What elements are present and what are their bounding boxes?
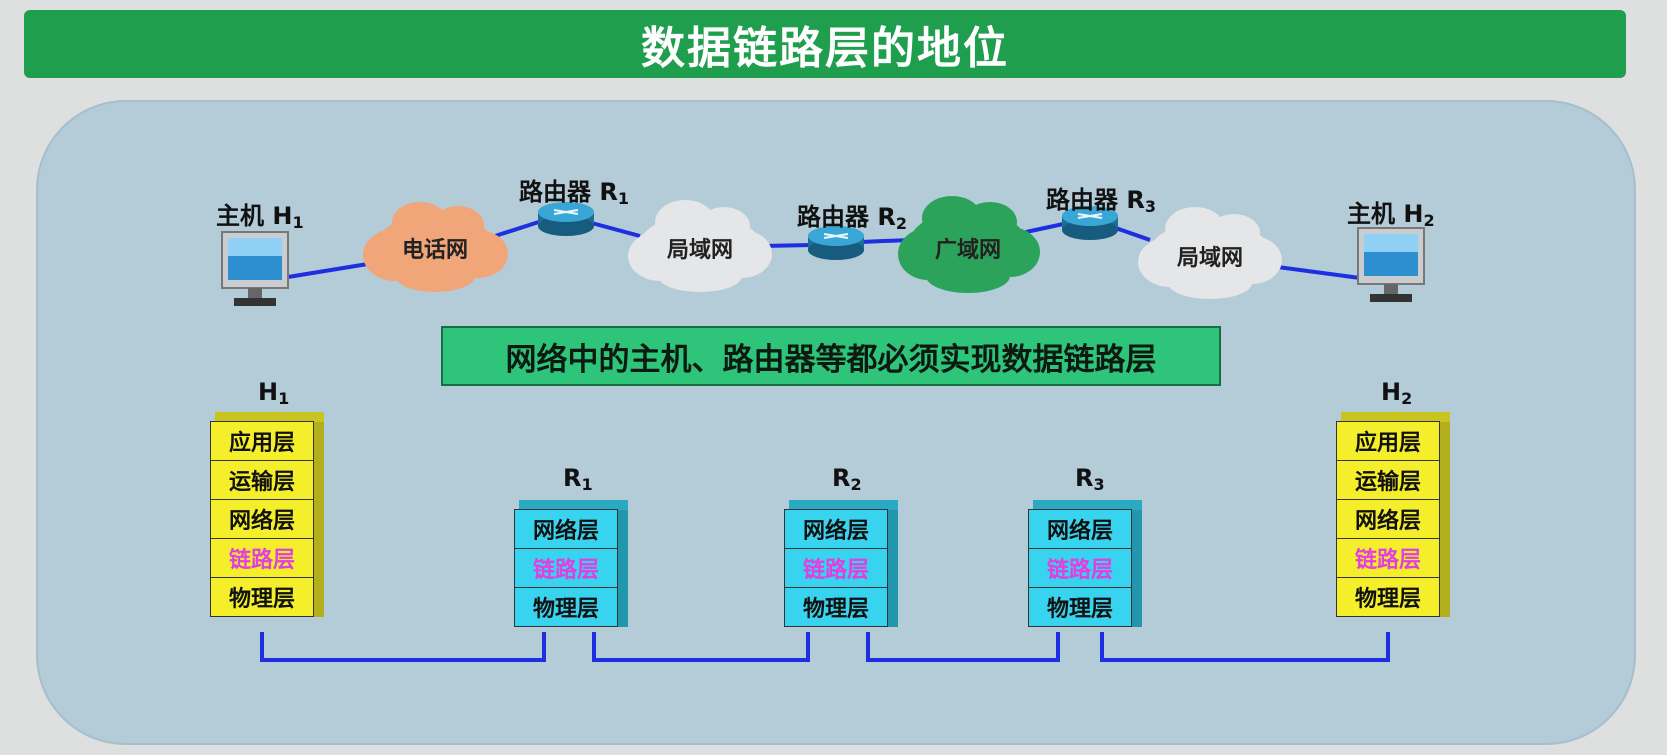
link-h1-phone <box>287 260 381 279</box>
router-r1-icon <box>538 202 594 236</box>
layer-network: 网络层 <box>784 509 888 549</box>
layer-physical: 物理层 <box>1336 577 1440 617</box>
phys-link-r3-h2 <box>1100 632 1390 662</box>
cloud-wan <box>898 196 1040 293</box>
layer-application: 应用层 <box>1336 421 1440 461</box>
banner: 网络中的主机、路由器等都必须实现数据链路层 <box>441 326 1221 386</box>
host-h1-label: 主机 H1 <box>216 202 304 232</box>
cloud-lan2-label: 局域网 <box>1176 246 1244 271</box>
cloud-lan-2 <box>1138 207 1282 299</box>
top-network-links <box>287 218 1361 280</box>
link-wan-r3 <box>1025 221 1069 234</box>
protocol-stack-h2: 应用层 运输层 网络层 链路层 物理层 <box>1336 412 1450 617</box>
router-r2-label: 路由器 R2 <box>797 203 907 233</box>
link-r2-wan <box>859 238 911 244</box>
cloud-lan-1 <box>628 200 772 292</box>
phys-link-r2-r3 <box>866 632 1060 662</box>
layer-physical: 物理层 <box>1028 587 1132 627</box>
protocol-stack-h1: 应用层 运输层 网络层 链路层 物理层 <box>210 412 324 617</box>
layer-physical: 物理层 <box>784 587 888 627</box>
layer-transport: 运输层 <box>1336 460 1440 500</box>
router-r1-label: 路由器 R1 <box>519 178 629 208</box>
host-h2-label: 主机 H2 <box>1347 200 1435 230</box>
title-bar: 数据链路层的地位 <box>24 10 1626 78</box>
layer-link: 链路层 <box>210 538 314 578</box>
stack-r2-label: R2 <box>832 464 862 494</box>
layer-network: 网络层 <box>514 509 618 549</box>
layer-physical: 物理层 <box>210 577 314 617</box>
layer-link: 链路层 <box>1028 548 1132 588</box>
link-lan-h2 <box>1269 264 1361 280</box>
phys-link-r1-r2 <box>592 632 810 662</box>
phys-link-h1-r1 <box>260 632 546 662</box>
layer-link: 链路层 <box>1336 538 1440 578</box>
layer-network: 网络层 <box>1028 509 1132 549</box>
link-r1-lan <box>587 220 641 238</box>
banner-text: 网络中的主机、路由器等都必须实现数据链路层 <box>505 341 1157 378</box>
protocol-stack-r2: 网络层 链路层 物理层 <box>784 500 898 627</box>
cloud-lan1-label: 局域网 <box>666 238 734 263</box>
stack-r3-label: R3 <box>1075 464 1105 494</box>
page-title: 数据链路层的地位 <box>641 23 1009 74</box>
layer-application: 应用层 <box>210 421 314 461</box>
link-phone-r1 <box>494 218 546 238</box>
protocol-stack-r3: 网络层 链路层 物理层 <box>1028 500 1142 627</box>
computer-h1-icon <box>221 231 289 306</box>
layer-physical: 物理层 <box>514 587 618 627</box>
layer-transport: 运输层 <box>210 460 314 500</box>
stack-h2-label: H2 <box>1381 378 1413 408</box>
router-r2-icon <box>808 226 864 260</box>
layer-network: 网络层 <box>1336 499 1440 539</box>
stack-r1-label: R1 <box>563 464 593 494</box>
computer-h2-icon <box>1357 227 1425 302</box>
router-r3-label: 路由器 R3 <box>1046 186 1156 216</box>
layer-link: 链路层 <box>784 548 888 588</box>
layer-link: 链路层 <box>514 548 618 588</box>
protocol-stack-r1: 网络层 链路层 物理层 <box>514 500 628 627</box>
cloud-phone-network <box>363 202 508 292</box>
layer-network: 网络层 <box>210 499 314 539</box>
cloud-wan-label: 广域网 <box>934 238 1002 263</box>
router-r3-icon <box>1062 206 1118 240</box>
cloud-phone-label: 电话网 <box>401 238 469 263</box>
physical-links <box>260 632 1390 662</box>
stack-h1-label: H1 <box>258 378 290 408</box>
